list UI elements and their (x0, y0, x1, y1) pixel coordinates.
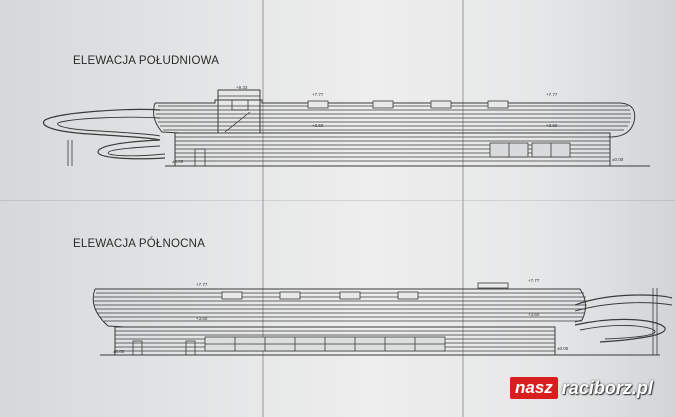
paper-fold-line (462, 0, 464, 417)
level-marker: +3.60 (196, 316, 208, 321)
level-marker: ±0.00 (172, 159, 184, 164)
north-elevation-heading: ELEWACJA PÓŁNOCNA (73, 238, 206, 250)
south-elevation-drawing: +9.33 +7.77 +7.77 +3.60 +3.60 ±0.00 ±0.0… (42, 85, 650, 167)
level-marker: +7.77 (196, 282, 208, 287)
level-marker: +3.60 (312, 123, 324, 128)
level-marker: +9.33 (236, 85, 248, 90)
level-marker: ±0.00 (557, 346, 569, 351)
watermark-nasz: nasz (510, 377, 558, 399)
level-marker: +7.77 (546, 92, 558, 97)
paper-fold-line (262, 0, 264, 417)
level-marker: +3.60 (546, 123, 558, 128)
south-elevation-heading: ELEWACJA POŁUDNIOWA (73, 55, 220, 67)
level-marker: ±0.00 (612, 157, 624, 162)
watermark-logo: nasz raciborz.pl (510, 377, 653, 399)
watermark-site: raciborz.pl (561, 377, 653, 398)
level-marker: ±0.00 (113, 349, 125, 354)
level-marker: +3.60 (528, 312, 540, 317)
paper-fold-line (0, 200, 675, 201)
north-elevation-drawing: +7.77 +7.77 +3.60 +3.60 ±0.00 ±0.00 (92, 278, 673, 356)
level-marker: +7.77 (528, 278, 540, 283)
level-marker: +7.77 (312, 92, 324, 97)
